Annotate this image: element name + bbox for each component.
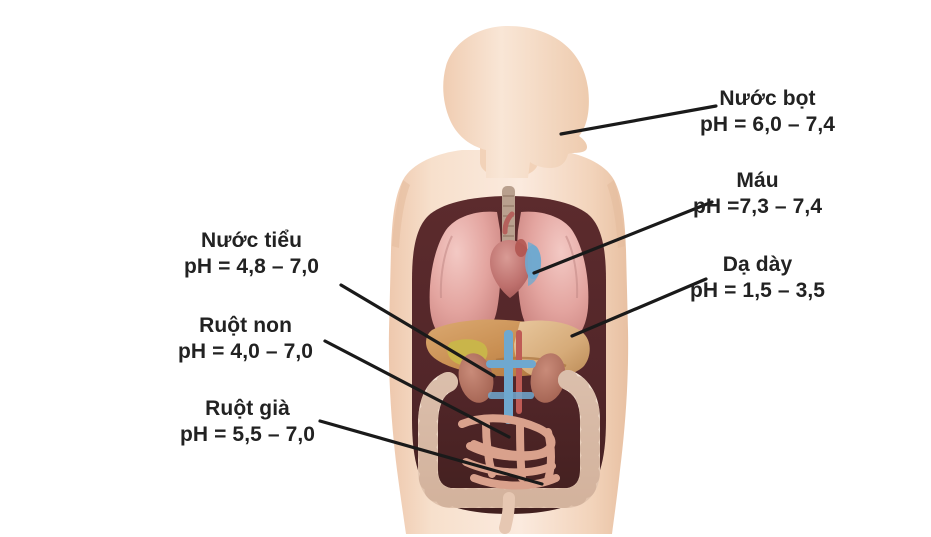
leader-line-small-intestine	[323, 339, 511, 439]
callout-stomach-label: Dạ dày	[722, 253, 793, 276]
kidneys-vessels	[458, 330, 566, 424]
callout-large-intestine-label: Ruột già	[205, 397, 290, 420]
leader-line-large-intestine	[318, 419, 544, 486]
leader-line-saliva	[559, 104, 718, 136]
callout-blood-ph: pH =7,3 – 7,4	[693, 194, 823, 218]
callout-urine-label: Nước tiểu	[201, 229, 303, 252]
callout-saliva-label: Nước bọt	[719, 87, 816, 110]
callout-blood: Máu pH =7,3 – 7,4	[693, 168, 822, 219]
kidney-right	[530, 353, 566, 403]
callout-saliva-ph: pH = 6,0 – 7,4	[700, 112, 836, 136]
callout-large-intestine-ph: pH = 5,5 – 7,0	[180, 422, 316, 446]
callout-large-intestine: Ruột già pH = 5,5 – 7,0	[180, 396, 315, 447]
leader-line-urine	[339, 283, 496, 378]
callout-stomach: Dạ dày pH = 1,5 – 3,5	[690, 252, 825, 303]
callout-urine: Nước tiểu pH = 4,8 – 7,0	[184, 228, 319, 279]
vena-cava	[504, 330, 513, 424]
callout-blood-label: Máu	[736, 169, 779, 192]
large-intestine	[418, 370, 600, 534]
callout-small-intestine: Ruột non pH = 4,0 – 7,0	[178, 313, 313, 364]
callout-small-intestine-label: Ruột non	[199, 314, 292, 337]
kidney-left	[458, 353, 494, 403]
callout-stomach-ph: pH = 1,5 – 3,5	[690, 278, 826, 302]
callout-saliva: Nước bọt pH = 6,0 – 7,4	[700, 86, 835, 137]
head-shape	[443, 26, 589, 178]
rectum	[499, 492, 515, 534]
leader-line-stomach	[570, 277, 708, 338]
callout-small-intestine-ph: pH = 4,0 – 7,0	[178, 339, 314, 363]
heart	[490, 211, 542, 298]
shoulder-shadow-right	[607, 180, 625, 248]
renal-vein	[486, 360, 536, 368]
lungs	[429, 211, 589, 347]
callout-urine-ph: pH = 4,8 – 7,0	[184, 254, 320, 278]
leader-line-blood	[532, 200, 714, 275]
shoulder-shadow-left	[392, 180, 410, 248]
